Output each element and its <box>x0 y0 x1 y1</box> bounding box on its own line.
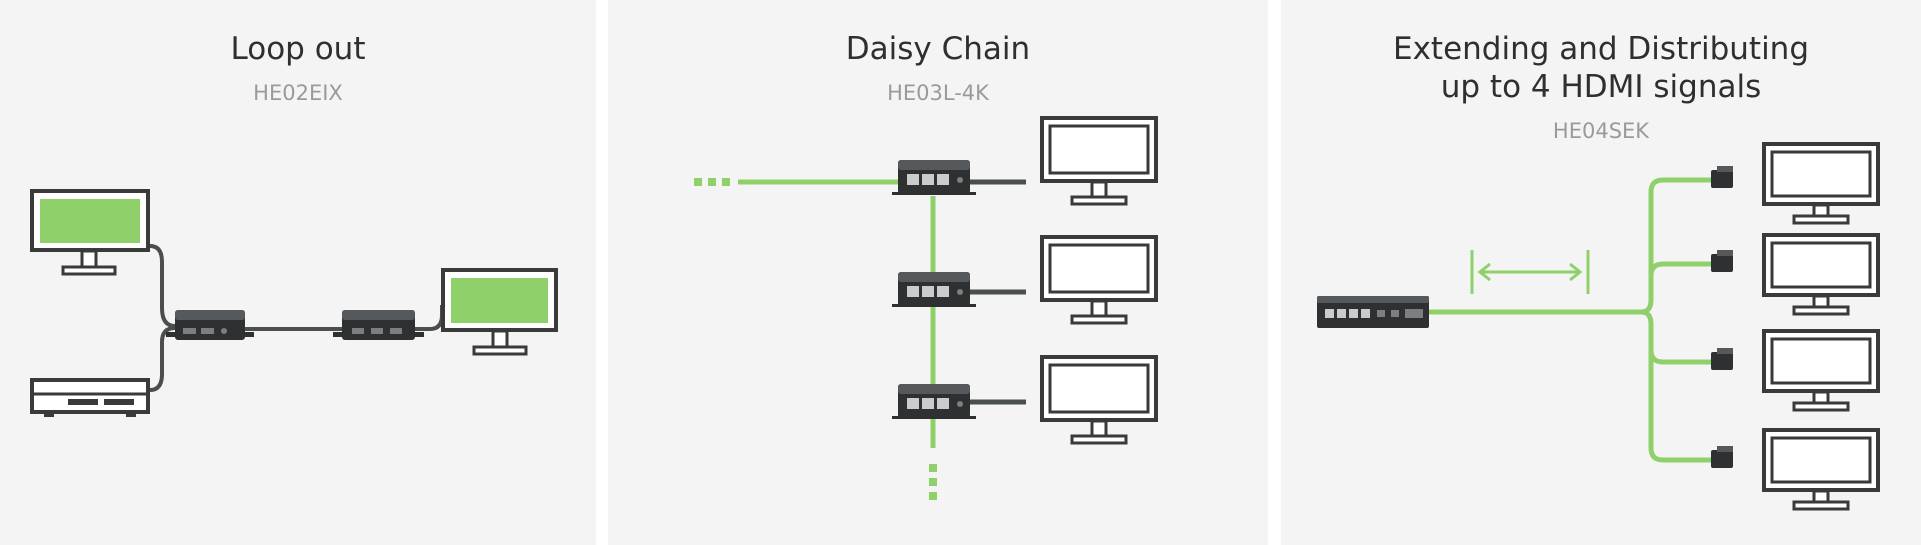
daisy-chain-diagram <box>694 116 1158 500</box>
cable <box>149 244 176 328</box>
daisy-chain-panel: Daisy Chain HE03L-4K <box>608 0 1268 545</box>
extender-icon <box>892 160 976 195</box>
extender-icon <box>166 310 254 340</box>
hdmi-receiver-icon <box>1711 250 1733 272</box>
panel-title-line: up to 4 HDMI signals <box>1440 69 1762 105</box>
panel-title: Extending and Distributing up to 4 HDMI … <box>1281 30 1921 106</box>
monitor-icon <box>1040 235 1158 325</box>
monitor-icon <box>1762 428 1880 511</box>
dvd-player-icon <box>30 378 150 417</box>
hdmi-receiver-icon <box>1711 166 1733 188</box>
extender-icon <box>892 272 976 307</box>
distance-arrow-icon <box>1470 250 1590 294</box>
monitor-icon <box>1762 233 1880 316</box>
hdmi-receiver-icon <box>1711 446 1733 468</box>
cable <box>149 326 176 392</box>
cable <box>415 305 444 331</box>
panel-title-line: Extending and Distributing <box>1392 31 1810 67</box>
hdmi-receiver-icon <box>1711 348 1733 370</box>
monitor-icon <box>30 189 150 276</box>
distributing-panel: Extending and Distributing up to 4 HDMI … <box>1281 0 1921 545</box>
panel-title: Daisy Chain <box>845 31 1031 67</box>
extender-icon <box>333 310 424 340</box>
monitor-icon <box>441 268 558 356</box>
signal-line <box>1648 350 1711 463</box>
monitor-icon <box>1762 142 1880 225</box>
signal-line <box>1648 261 1711 277</box>
monitor-icon <box>1040 116 1158 206</box>
signal-dots <box>694 178 730 186</box>
loop-out-panel: Loop out HE02EIX <box>0 0 596 545</box>
distributing-diagram <box>1317 142 1880 511</box>
panel-subtitle: HE04SEK <box>1552 119 1650 143</box>
signal-dots <box>929 464 937 500</box>
extender-icon <box>892 384 976 419</box>
signal-line <box>1640 177 1711 315</box>
panel-subtitle: HE02EIX <box>253 81 343 105</box>
panel-subtitle: HE03L-4K <box>887 81 989 105</box>
switch-icon <box>1317 296 1429 328</box>
loop-out-diagram <box>30 189 558 417</box>
monitor-icon <box>1040 355 1158 445</box>
panel-title: Loop out <box>230 31 366 67</box>
monitor-icon <box>1762 329 1880 412</box>
